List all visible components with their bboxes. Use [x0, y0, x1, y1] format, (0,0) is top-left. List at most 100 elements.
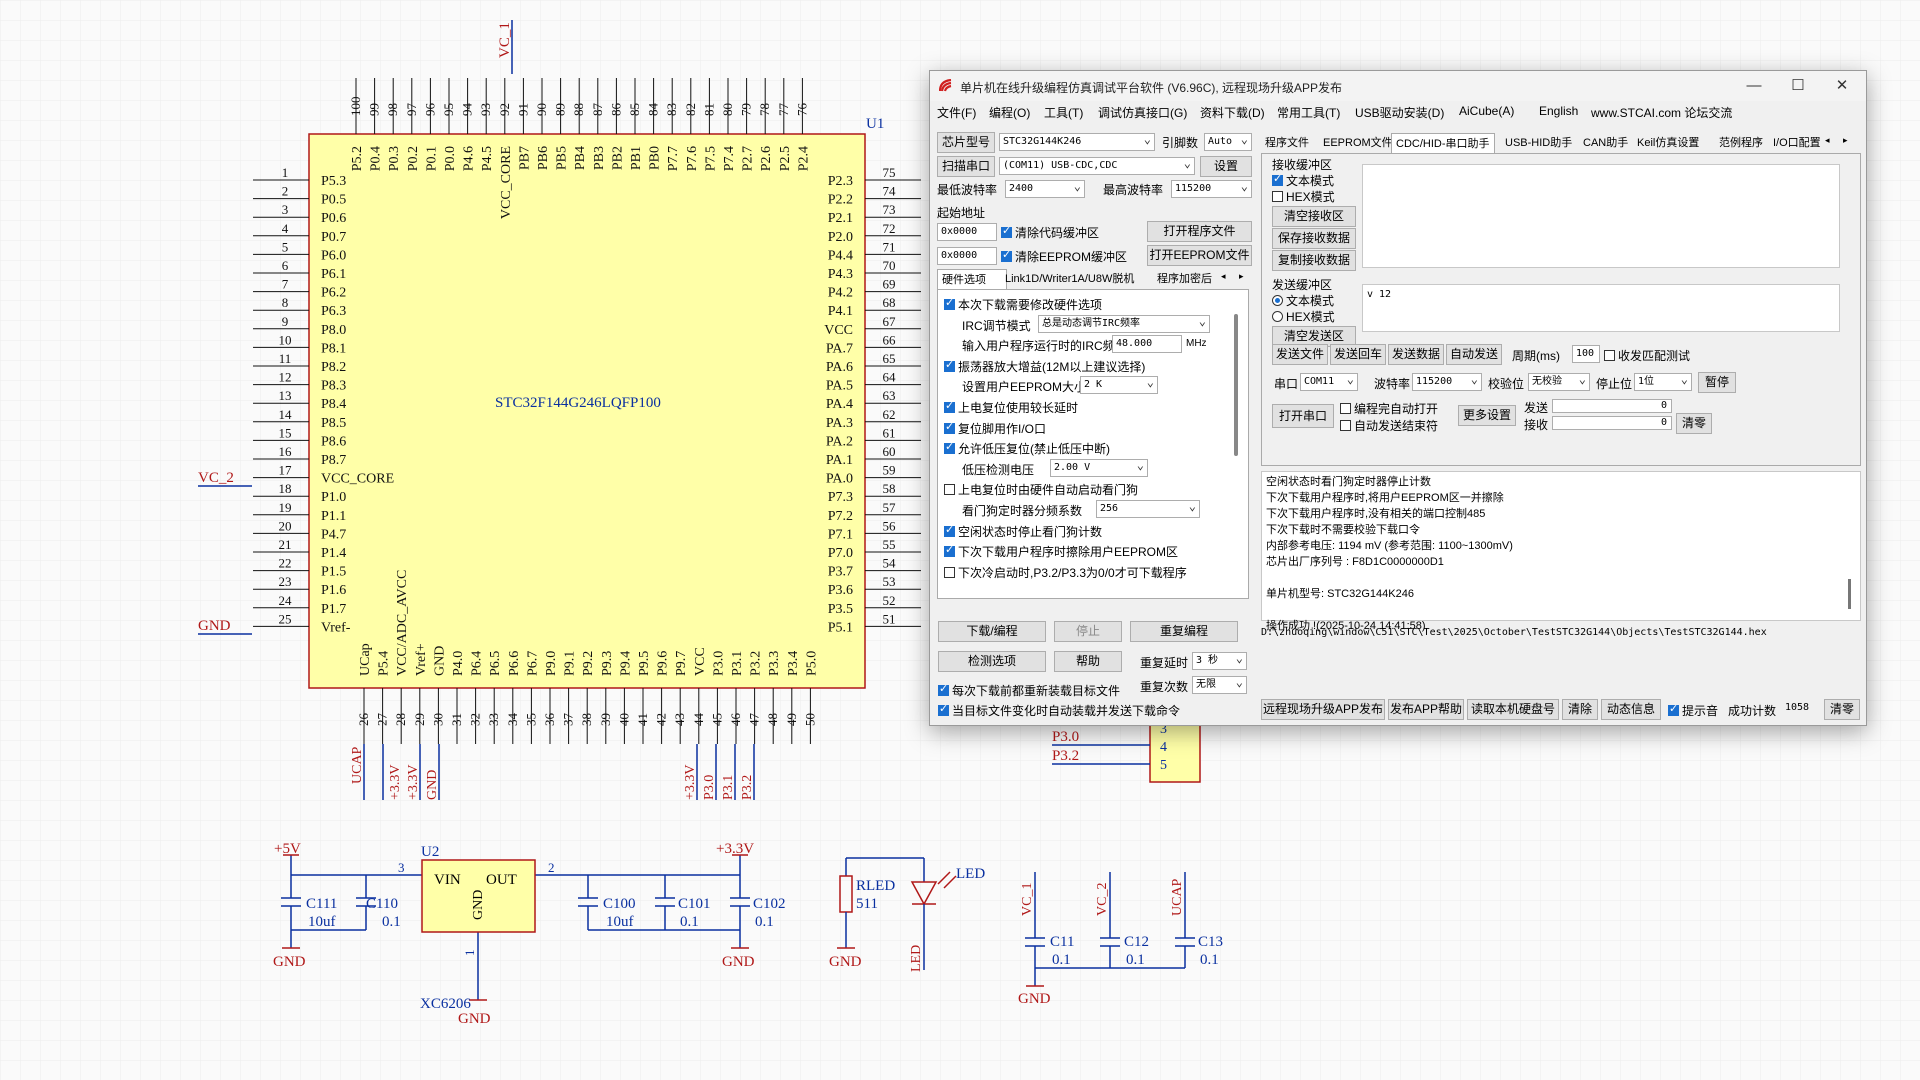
minimize-icon[interactable]: —: [1746, 77, 1762, 94]
copy-receive-button[interactable]: 复制接收数据: [1272, 250, 1356, 271]
reprogram-button[interactable]: 重复编程: [1130, 621, 1238, 642]
hw-option-value[interactable]: 总是动态调节IRC频率: [1038, 314, 1210, 333]
stop-bits-select[interactable]: 1位: [1634, 373, 1692, 391]
auto-send-end-check[interactable]: 自动发送结束符: [1340, 417, 1438, 434]
hw-option-value[interactable]: 2 K: [1080, 376, 1158, 395]
remote-upgrade-button[interactable]: 远程现场升级APP发布: [1261, 699, 1385, 720]
maximize-icon[interactable]: ☐: [1791, 77, 1805, 94]
stop-button[interactable]: 停止: [1054, 621, 1122, 642]
tab-scroll-right-icon[interactable]: ▸: [1239, 271, 1244, 281]
open-serial-button[interactable]: 打开串口: [1272, 404, 1334, 428]
auto-send-button[interactable]: 自动发送: [1446, 344, 1502, 365]
hw-option-checkbox[interactable]: [944, 358, 955, 372]
menu-website[interactable]: www.STCAI.com 论坛交流: [1591, 106, 1733, 120]
hw-option-11[interactable]: 空闲状态时停止看门狗计数: [944, 523, 1102, 540]
tab-examples[interactable]: 范例程序: [1719, 137, 1763, 149]
tab-eeprom-file[interactable]: EEPROM文件: [1323, 137, 1393, 149]
min-baud-select[interactable]: 2400: [1005, 180, 1085, 198]
menu-program[interactable]: 编程(O): [989, 106, 1031, 120]
hw-option-checkbox[interactable]: [944, 543, 955, 558]
send-textarea[interactable]: v 12: [1362, 284, 1840, 332]
max-baud-select[interactable]: 115200: [1171, 180, 1252, 198]
tab-scroll-left-icon[interactable]: ◂: [1221, 271, 1226, 281]
hw-option-3[interactable]: 振荡器放大增益(12M以上建议选择): [944, 358, 1145, 375]
recv-hex-mode-check[interactable]: HEX模式: [1272, 188, 1335, 205]
hw-option-value[interactable]: 2.00 V: [1050, 458, 1148, 477]
menu-common-tools[interactable]: 常用工具(T): [1277, 106, 1341, 120]
match-test-check[interactable]: 收发匹配测试: [1604, 347, 1690, 364]
hw-option-checkbox[interactable]: [944, 420, 955, 434]
auto-load-check[interactable]: 当目标文件变化时自动装载并发送下载命令: [938, 702, 1180, 719]
dynamic-info-button[interactable]: 动态信息: [1601, 699, 1661, 720]
menu-tools[interactable]: 工具(T): [1044, 106, 1084, 120]
stc-isp-window[interactable]: 单片机在线升级编程仿真调试平台软件 (V6.96C), 远程现场升级APP发布 …: [929, 70, 1867, 726]
clear-code-check[interactable]: 清除代码缓冲区: [1001, 224, 1099, 241]
log-scrollbar[interactable]: [1848, 579, 1851, 609]
hw-option-13[interactable]: 下次冷启动时,P3.2/P3.3为0/0才可下载程序: [944, 564, 1187, 581]
chip-select[interactable]: STC32G144K246: [999, 133, 1155, 151]
menu-usb-driver[interactable]: USB驱动安装(D): [1355, 106, 1445, 120]
recv-text-mode-check[interactable]: 文本模式: [1272, 172, 1334, 189]
menu-file[interactable]: 文件(F): [937, 106, 977, 120]
port-select[interactable]: (COM11) USB-CDC,CDC: [999, 157, 1195, 175]
tab-encrypt[interactable]: 程序加密后: [1157, 273, 1212, 285]
hw-option-5[interactable]: 上电复位使用较长延时: [944, 399, 1078, 416]
start-addr-code[interactable]: 0x0000: [937, 223, 997, 241]
hw-option-7[interactable]: 允许低压复位(禁止低压中断): [944, 440, 1110, 457]
close-icon[interactable]: ✕: [1835, 77, 1849, 94]
read-disk-button[interactable]: 读取本机硬盘号: [1467, 699, 1559, 720]
send-hex-mode-radio[interactable]: HEX模式: [1272, 308, 1335, 325]
start-addr-eeprom[interactable]: 0x0000: [937, 247, 997, 265]
help-button[interactable]: 帮助: [1054, 651, 1122, 672]
scan-port-button[interactable]: 扫描串口: [937, 156, 995, 177]
menu-debug[interactable]: 调试仿真接口(G): [1098, 106, 1188, 120]
tab-offline[interactable]: Link1D/Writer1A/U8W脱机: [1005, 273, 1135, 285]
hw-option-checkbox[interactable]: [944, 523, 955, 537]
reload-before-download-check[interactable]: 每次下载前都重新装载目标文件: [938, 682, 1120, 699]
open-eeprom-file-button[interactable]: 打开EEPROM文件: [1147, 245, 1252, 266]
send-file-button[interactable]: 发送文件: [1272, 344, 1328, 365]
menu-download[interactable]: 资料下载(D): [1200, 106, 1265, 120]
options-scrollbar[interactable]: [1234, 314, 1238, 456]
repeat-delay-select[interactable]: 3 秒: [1192, 652, 1247, 670]
hw-option-9[interactable]: 上电复位时由硬件自动启动看门狗: [944, 481, 1138, 498]
detect-options-button[interactable]: 检测选项: [938, 651, 1046, 672]
tab-hardware[interactable]: 硬件选项: [937, 269, 1007, 290]
receive-textarea[interactable]: [1362, 164, 1840, 268]
menu-english[interactable]: English: [1539, 104, 1579, 118]
hw-option-0[interactable]: 本次下载需要修改硬件选项: [944, 296, 1102, 313]
menu-aicube[interactable]: AiCube(A): [1459, 104, 1515, 118]
tab-io-config[interactable]: I/O口配置: [1773, 137, 1821, 149]
send-data-button[interactable]: 发送数据: [1388, 344, 1444, 365]
pin-count-select[interactable]: Auto: [1204, 133, 1252, 151]
hw-option-checkbox[interactable]: [944, 440, 955, 455]
log-output[interactable]: 空闲状态时看门狗定时器停止计数 下次下载用户程序时,将用户EEPROM区一并擦除…: [1261, 471, 1861, 632]
repeat-count-select[interactable]: 无限: [1192, 676, 1247, 694]
port-settings-button[interactable]: 设置: [1200, 156, 1252, 177]
tab-can[interactable]: CAN助手: [1583, 137, 1629, 149]
more-settings-button[interactable]: 更多设置: [1458, 405, 1516, 426]
baud-select[interactable]: 115200: [1412, 373, 1482, 391]
send-text-mode-radio[interactable]: 文本模式: [1272, 292, 1334, 309]
period-input[interactable]: 100: [1572, 345, 1600, 363]
send-enter-button[interactable]: 发送回车: [1330, 344, 1386, 365]
hw-option-checkbox[interactable]: [944, 566, 955, 578]
hw-option-6[interactable]: 复位脚用作I/O口: [944, 420, 1046, 437]
tab-keil[interactable]: Keil仿真设置: [1637, 137, 1700, 149]
hw-option-checkbox[interactable]: [944, 296, 955, 310]
download-button[interactable]: 下载/编程: [938, 621, 1046, 642]
clear-eeprom-check[interactable]: 清除EEPROM缓冲区: [1001, 248, 1127, 265]
pause-button[interactable]: 暂停: [1698, 372, 1736, 393]
open-program-file-button[interactable]: 打开程序文件: [1147, 221, 1252, 242]
auto-open-check[interactable]: 编程完自动打开: [1340, 400, 1438, 417]
tab-program-file[interactable]: 程序文件: [1265, 137, 1309, 149]
parity-select[interactable]: 无校验: [1528, 373, 1590, 391]
serial-port-select[interactable]: COM11: [1300, 373, 1358, 391]
save-receive-button[interactable]: 保存接收数据: [1272, 228, 1356, 249]
tab-usb-hid[interactable]: USB-HID助手: [1505, 137, 1573, 149]
right-tab-scroll-left-icon[interactable]: ◂: [1825, 135, 1830, 145]
title-bar[interactable]: 单片机在线升级编程仿真调试平台软件 (V6.96C), 远程现场升级APP发布 …: [930, 71, 1866, 101]
right-tab-scroll-right-icon[interactable]: ▸: [1843, 135, 1848, 145]
clear-log-button[interactable]: 清除: [1562, 699, 1598, 720]
beep-check[interactable]: 提示音: [1668, 702, 1718, 719]
